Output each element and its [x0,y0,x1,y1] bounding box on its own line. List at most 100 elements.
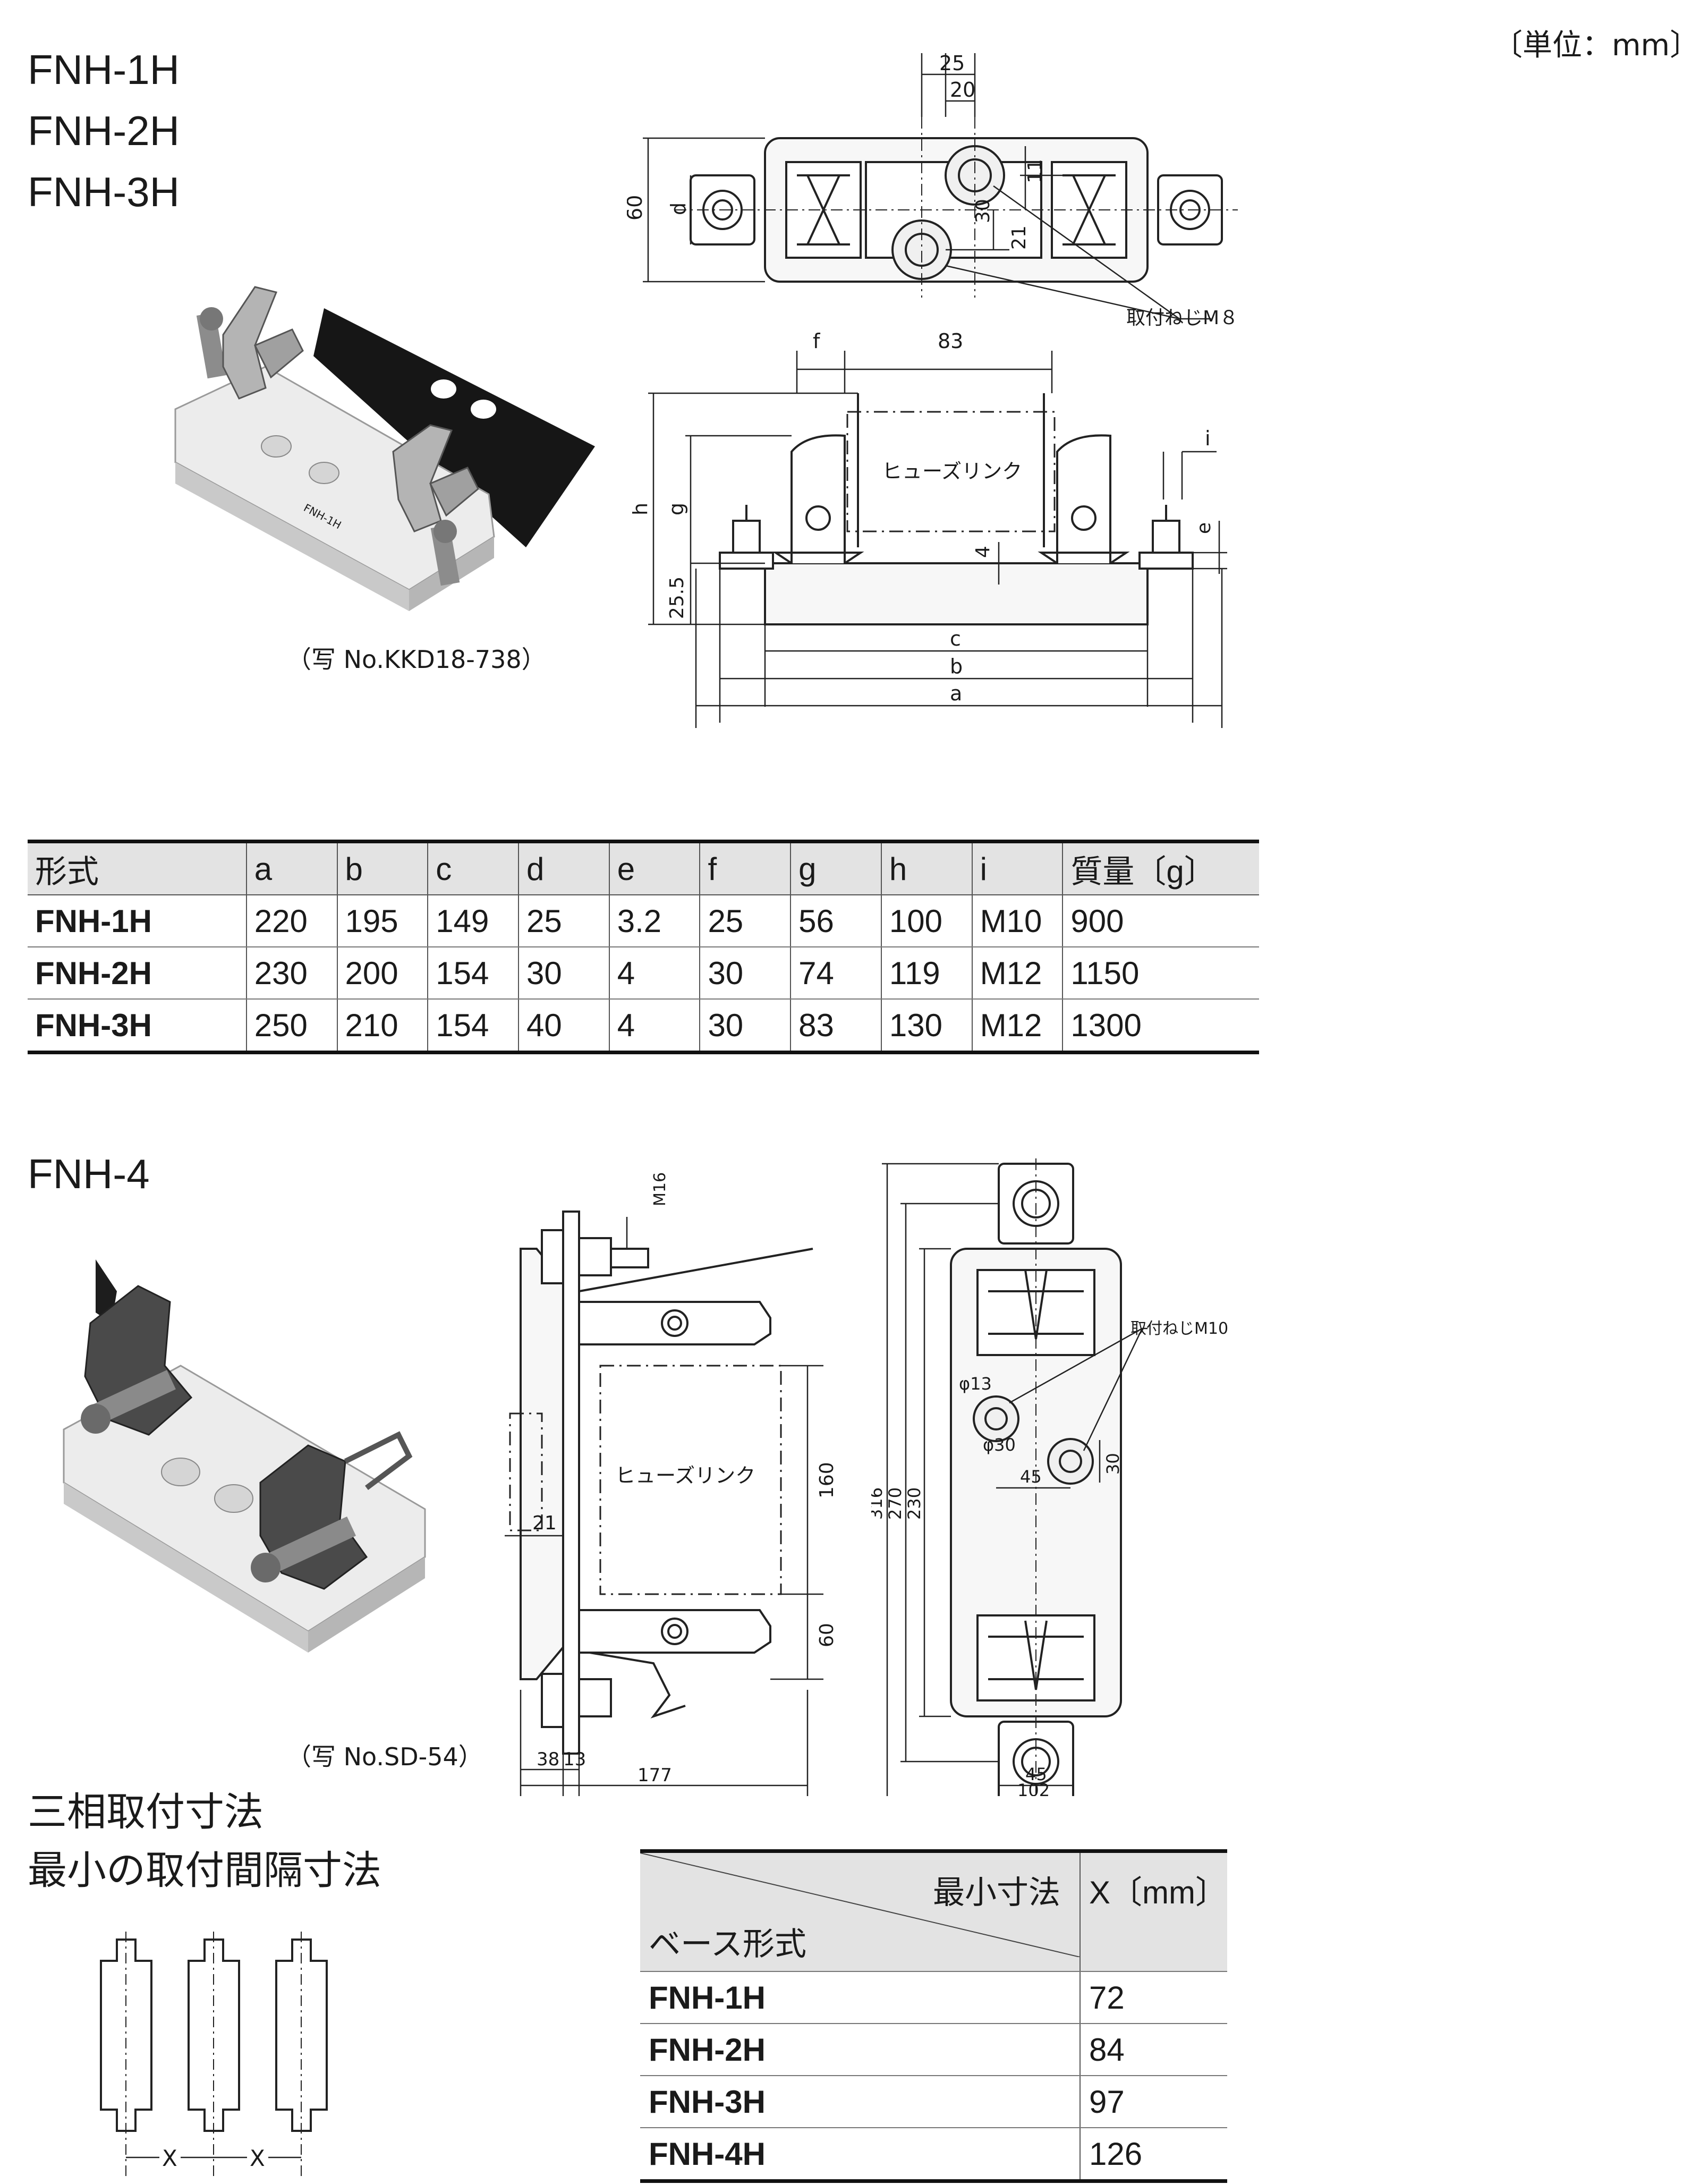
terminal-bolt-right-side [1152,520,1180,554]
side-contact-right [1056,434,1111,563]
base-side [175,462,409,611]
dim-270: 270 [885,1487,905,1520]
spec-cell: M10 [971,895,1063,947]
photo-contact-right [392,424,479,586]
spacing-title-line2: 最小の取付間隔寸法 [28,1848,381,1893]
spec-cell: 900 [1062,895,1259,947]
spec-header-f: f [699,840,791,895]
spec-cell: 100 [880,895,972,947]
dim-f: f [813,329,821,353]
dim-m16: M16 [651,1172,669,1206]
spec-cell: 74 [790,947,881,1000]
spec-cell: 200 [336,947,428,1000]
fnh4-photo-contact-left [81,1259,193,1436]
spec-cell: 250 [245,999,337,1054]
corner-label-bottom: ベース形式 [649,1926,806,1962]
spacing-title-line1: 三相取付寸法 [28,1789,264,1835]
spacing-cell-x: 126 [1080,2128,1227,2183]
insulating-plate [313,308,595,547]
spec-cell-model: FNH-2H [28,947,246,1000]
dim-20: 20 [950,78,975,101]
phase-outline-1 [100,1938,152,2132]
spacing-header-x: X〔mm〕 [1080,1849,1227,1972]
dim-45-upper: 45 [1020,1467,1042,1487]
plate-hole-1 [431,379,456,399]
side-contact-left [790,434,846,563]
spec-cell: 119 [880,947,972,1000]
dim-316: 316 [871,1487,886,1520]
spec-header-a: a [245,840,337,895]
spec-cell: 220 [245,895,337,947]
spacing-table: 最小寸法 ベース形式 X〔mm〕 FNH-1H 72 FNH-2H 84 FNH… [640,1849,1227,2183]
mount-screw-label-m8: 取付ねじM８ [1126,307,1238,329]
unit-label: 〔単位：mm〕 [1493,28,1700,63]
spec-cell: 154 [427,999,518,1054]
series-title-fnh-1h: FNH-1H [28,46,180,93]
spacing-table-header-row: 最小寸法 ベース形式 X〔mm〕 [640,1849,1227,1972]
spacing-cell-x: 97 [1080,2076,1227,2128]
spec-header-h: h [880,840,972,895]
corner-label-top: 最小寸法 [933,1875,1060,1910]
spacing-cell-x: 72 [1080,1971,1227,2024]
top-view-drawing: 25 20 60 d 11 30 21 取付ねじM８ [627,52,1238,329]
series-title-fnh-2h: FNH-2H [28,107,180,154]
fnh4-lower-contact [578,1609,771,1654]
spec-cell: 154 [427,947,518,1000]
table-row: FNH-3H 97 [640,2076,1227,2128]
photo-bolt-left [200,307,223,331]
spec-cell: 210 [336,999,428,1054]
dim-d: d [667,202,690,215]
spec-cell: 83 [790,999,881,1054]
spec-cell: M12 [971,999,1063,1054]
dim-25: 25 [939,52,965,75]
spec-cell: 25 [699,895,791,947]
spec-cell: 149 [427,895,518,947]
photo-caption-fnh-4: （写 No.SD-54） [287,1742,483,1771]
dim-38: 38 [537,1749,559,1770]
spec-cell: 3.2 [608,895,700,947]
spacing-cell-x: 84 [1080,2024,1227,2076]
spacing-cell-model: FNH-2H [640,2024,1080,2076]
table-row: FNH-4H 126 [640,2128,1227,2183]
dim-b: b [950,655,963,678]
table-row: FNH-3H 250 210 154 40 4 30 83 130 M12 13… [28,999,1259,1054]
dim-phi13: φ13 [959,1374,992,1394]
dim-21: 21 [1008,225,1030,250]
fnh-4-title: FNH-4 [28,1150,150,1197]
photo-caption-fnh-1h: （写 No.KKD18-738） [287,645,546,674]
series-title-fnh-3h: FNH-3H [28,168,180,215]
fnh4-photo-contact-right [251,1431,413,1590]
fnh4-upper-contact [578,1301,771,1345]
fnh-1h-product-photo: FNH-1H [174,286,595,611]
spacing-cell-model: FNH-4H [640,2128,1080,2183]
mount-hole-upper [945,145,1005,206]
spec-cell: 4 [608,999,700,1054]
fnh4-mount-hole-1 [973,1395,1019,1442]
table-row: FNH-1H 72 [640,1971,1227,2024]
spec-header-model: 形式 [28,840,246,895]
dim-25-5: 25.5 [666,577,688,619]
three-phase-spacing-diagram: X X [100,1932,328,2179]
spec-cell: M12 [971,947,1063,1000]
spec-table: 形式 a b c d e f g h i 質量〔g〕 FNH-1H 220 19… [28,840,1259,1054]
fnh4-mount-hole-2 [1047,1438,1094,1485]
spec-cell-model: FNH-1H [28,895,246,947]
fuse-link-outline [846,411,1056,532]
dim-h: h [632,503,652,515]
table-row: FNH-2H 230 200 154 30 4 30 74 119 M12 11… [28,947,1259,1000]
plate-hole-2 [471,400,496,419]
spec-header-i: i [971,840,1063,895]
side-view-drawing: ヒューズリンク f 83 i h g 4 e 25.5 c b a [632,329,1227,728]
fnh4-fuse-link-label: ヒューズリンク [615,1464,755,1487]
dim-e: e [1193,522,1215,534]
dim-30: 30 [972,199,994,223]
dim-45-lower: 45 [1025,1764,1047,1784]
dim-a: a [950,682,962,705]
dim-177: 177 [638,1765,672,1786]
dim-21-fnh4: 21 [532,1512,557,1534]
spec-cell: 130 [880,999,972,1054]
spacing-cell-model: FNH-3H [640,2076,1080,2128]
spec-cell: 230 [245,947,337,1000]
dim-g: g [665,503,688,515]
fnh-4-side-view: ヒューズリンク M16 160 60 21 38 13 177 [505,1172,838,1796]
